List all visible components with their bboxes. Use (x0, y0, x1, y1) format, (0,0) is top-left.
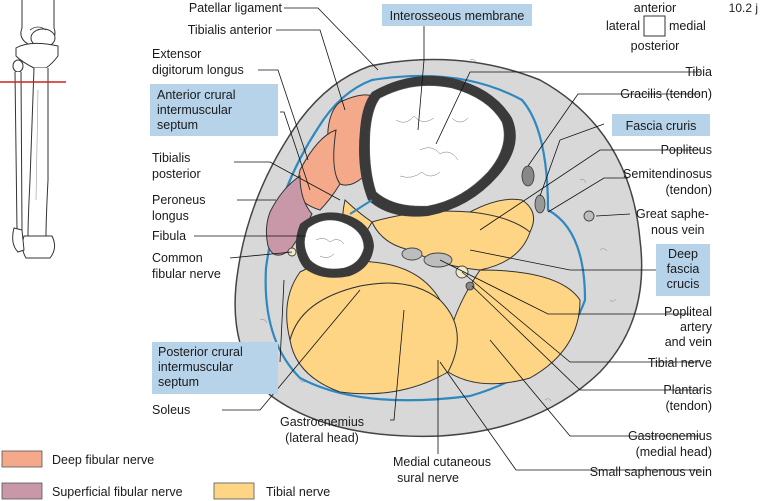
label-posterior-septum-2: intermuscular (158, 360, 233, 374)
label-peroneus-longus-2: longus (152, 209, 189, 223)
label-popliteal-2: artery (680, 320, 713, 334)
legend-label-deep-fibular: Deep fibular nerve (52, 453, 154, 467)
label-medial-cutaneous-2: sural nerve (397, 471, 459, 485)
label-tibialis-posterior-2: posterior (152, 167, 201, 181)
label-tibial-nerve: Tibial nerve (648, 356, 712, 370)
orientation-medial: medial (669, 19, 706, 33)
label-common-fibular-nerve-2: fibular nerve (152, 267, 221, 281)
legend-swatch-deep-fibular (1, 450, 43, 468)
label-tibialis-anterior: Tibialis anterior (188, 23, 272, 37)
label-fibula: Fibula (152, 229, 186, 243)
posterior-septum-box (152, 342, 278, 394)
figure-number: 10.2 j (729, 1, 758, 15)
label-gracilis: Gracilis (tendon) (620, 87, 712, 101)
label-extensor-digitorum-longus-1: Extensor (152, 47, 201, 61)
popliteal-vein (401, 247, 423, 261)
label-patellar-ligament: Patellar ligament (189, 1, 283, 15)
label-peroneus-longus-1: Peroneus (152, 193, 206, 207)
legend-label-superficial-fibular: Superficial fibular nerve (52, 485, 183, 499)
legend: Deep fibular nerve Superficial fibular n… (1, 450, 330, 500)
label-deep-fascia-1: Deep (668, 247, 698, 261)
label-gastroc-lateral-1: Gastrocnemius (280, 415, 364, 429)
leg-skeleton-thumbnail (0, 0, 66, 259)
label-deep-fascia-3: crucis (667, 277, 700, 291)
label-anterior-septum-3: septum (157, 118, 198, 132)
interosseous-membrane-box (382, 4, 532, 26)
label-plantaris-1: Plantaris (663, 383, 712, 397)
fibula-marrow (304, 219, 365, 270)
label-deep-fascia-2: fascia (667, 262, 700, 276)
orientation-posterior: posterior (631, 39, 680, 53)
label-small-saphenous: Small saphenous vein (590, 465, 712, 479)
orientation-anterior: anterior (634, 1, 676, 15)
label-gastroc-medial-2: (medial head) (636, 445, 712, 459)
legend-label-tibial: Tibial nerve (266, 485, 330, 499)
label-soleus: Soleus (152, 403, 190, 417)
semitendinosus-tendon (534, 194, 546, 214)
label-popliteus: Popliteus (661, 143, 712, 157)
label-anterior-septum-1: Anterior crural (157, 88, 236, 102)
deep-fascia-box (656, 244, 710, 296)
label-tibia: Tibia (685, 65, 712, 79)
label-posterior-septum-3: septum (158, 375, 199, 389)
label-popliteal-3: and vein (665, 335, 712, 349)
great-saphenous-vein (583, 210, 595, 222)
soleus-muscle (286, 259, 441, 341)
label-tibialis-posterior-1: Tibialis (152, 151, 190, 165)
legend-swatch-tibial (213, 482, 255, 500)
label-anterior-septum-2: intermuscular (157, 103, 232, 117)
tibia-marrow (369, 85, 505, 207)
leg-cross-section (234, 58, 643, 438)
label-interosseous-membrane: Interosseous membrane (390, 9, 525, 23)
plantaris-tendon (465, 281, 475, 291)
orientation-lateral: lateral (606, 19, 640, 33)
popliteal-artery (423, 252, 453, 268)
gracilis-tendon (521, 165, 535, 187)
label-popliteal-1: Popliteal (664, 305, 712, 319)
label-great-saphenous-1: Great saphe- (636, 207, 709, 221)
label-plantaris-2: (tendon) (665, 399, 712, 413)
orientation-indicator: anterior lateral medial posterior (606, 1, 706, 53)
fascia-cruris-box (612, 114, 710, 136)
label-gastroc-lateral-2: (lateral head) (285, 431, 359, 445)
label-fascia-cruris: Fascia cruris (626, 119, 697, 133)
label-semitendinosus-2: (tendon) (665, 183, 712, 197)
label-extensor-digitorum-longus-2: digitorum longus (152, 63, 244, 77)
label-great-saphenous-2: nous vein (651, 223, 705, 237)
label-semitendinosus-1: Semitendinosus (623, 167, 712, 181)
anterior-septum-box (150, 84, 278, 136)
interosseous-membrane (349, 199, 373, 215)
leader-lines (194, 7, 700, 471)
label-common-fibular-nerve-1: Common (152, 251, 203, 265)
label-posterior-septum-1: Posterior crural (158, 345, 243, 359)
label-gastroc-medial-1: Gastrocnemius (628, 429, 712, 443)
label-medial-cutaneous-1: Medial cutaneous (393, 455, 491, 469)
legend-swatch-superficial-fibular (1, 482, 43, 500)
extensor-digitorum-longus-muscle (295, 129, 341, 211)
